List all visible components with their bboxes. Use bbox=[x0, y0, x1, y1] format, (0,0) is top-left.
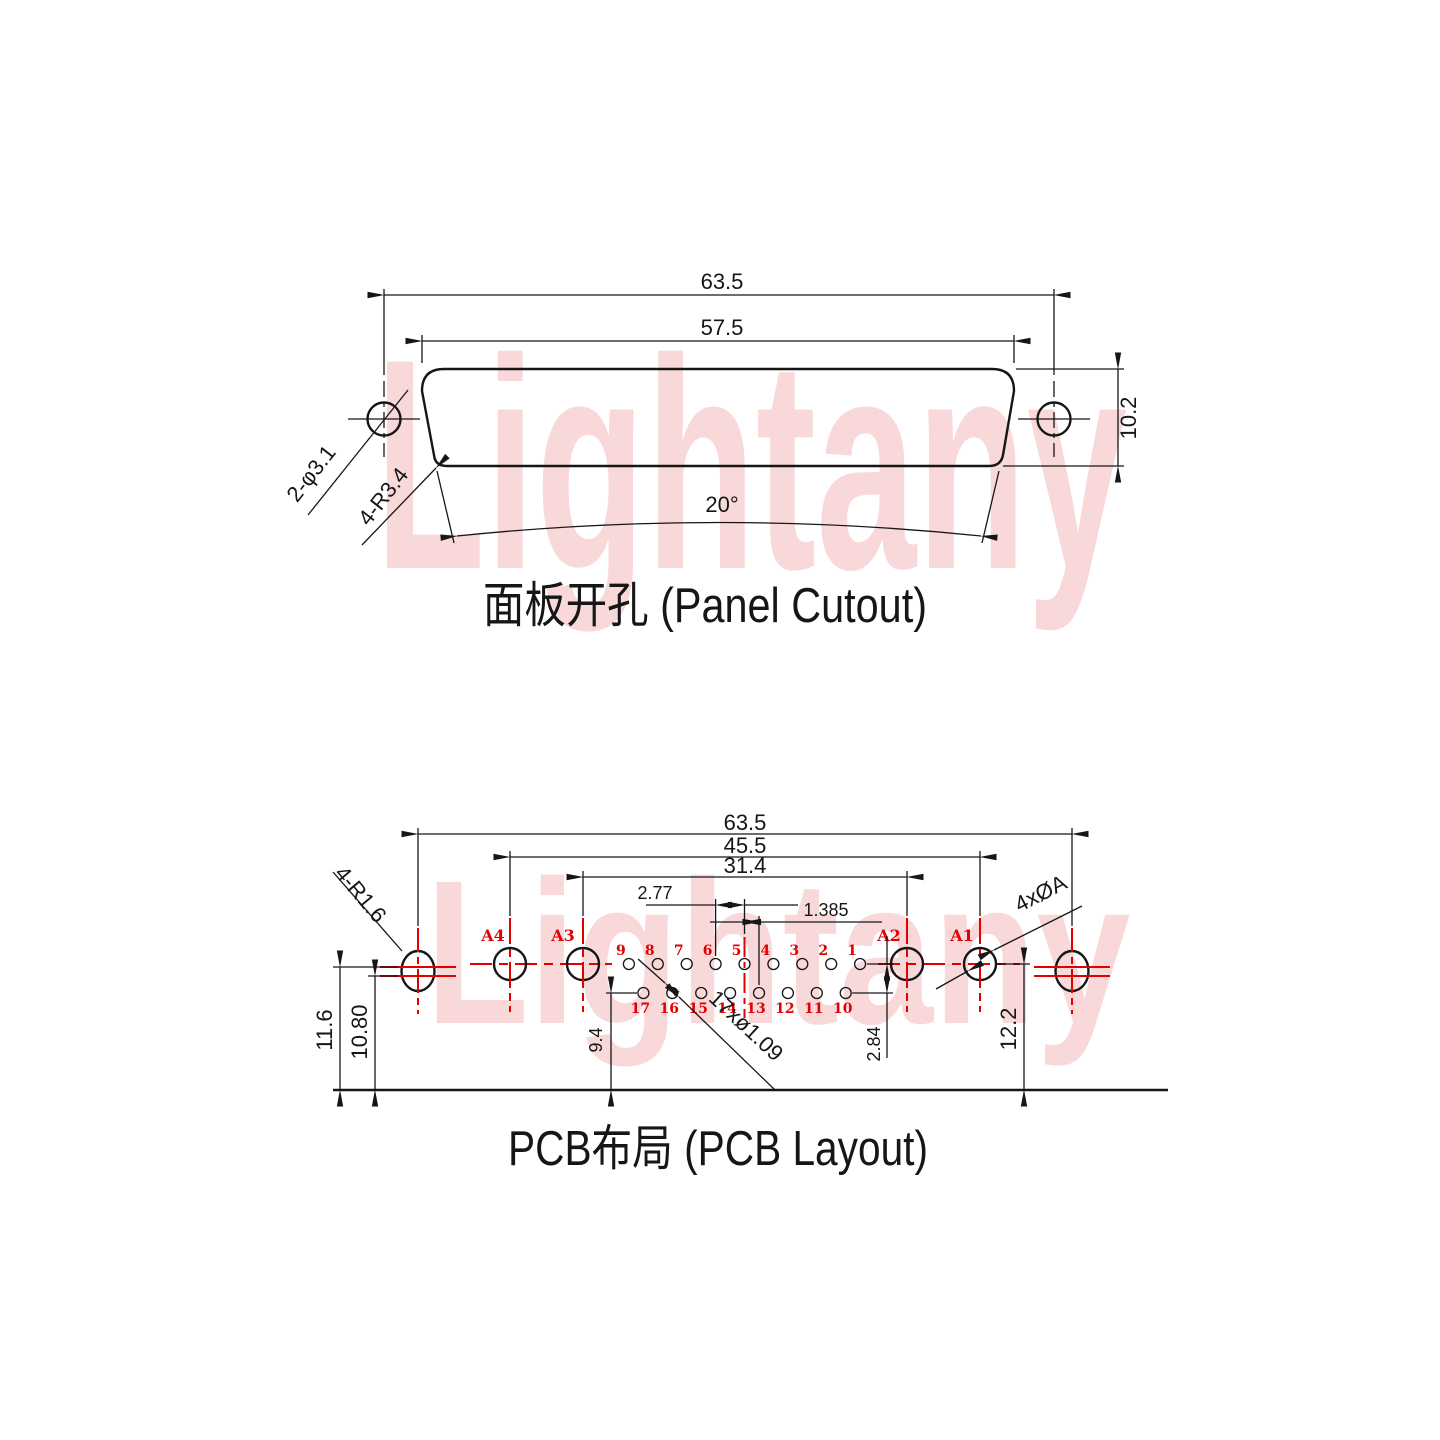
pin-number: 3 bbox=[789, 943, 799, 959]
pin-hole-5 bbox=[738, 957, 751, 971]
dim-value: 1.385 bbox=[803, 900, 848, 920]
panel-mount-hole-right bbox=[1018, 381, 1090, 457]
coax-hole-a3: A3 bbox=[550, 918, 601, 1012]
pin-hole-13 bbox=[752, 986, 766, 1000]
pcb-mount-hole-right bbox=[1034, 928, 1110, 1014]
pin-row-bottom: 17 16 15 14 13 12 11 10 bbox=[631, 986, 853, 1017]
pcb-dim-row2-height: 9.4 bbox=[586, 976, 637, 1107]
pin-hole-7 bbox=[680, 957, 693, 971]
panel-cutout-title: 面板开孔 (Panel Cutout) bbox=[483, 579, 927, 633]
pcb-dim-mount-height: 11.6 bbox=[312, 950, 398, 1107]
coax-label: A3 bbox=[550, 926, 575, 945]
pin-number: 13 bbox=[746, 1001, 765, 1017]
pin-hole-14 bbox=[723, 986, 737, 1000]
coax-label: A1 bbox=[949, 926, 974, 945]
dim-value: 10.2 bbox=[1116, 397, 1141, 440]
pin-number: 11 bbox=[804, 1001, 823, 1017]
pin-number: 16 bbox=[660, 1001, 679, 1017]
pin-hole-1 bbox=[853, 957, 867, 971]
dim-value: 63.5 bbox=[701, 269, 744, 294]
panel-dim-slot-height: 10.2 bbox=[1003, 352, 1141, 483]
pcb-layout-title: PCB布局 (PCB Layout) bbox=[508, 1122, 928, 1176]
pcb-dim-a-outer-span: 45.5 bbox=[493, 833, 997, 916]
dim-value: 31.4 bbox=[724, 853, 767, 878]
coax-label: A4 bbox=[480, 926, 505, 945]
pin-hole-9 bbox=[622, 957, 636, 971]
pcb-label-mount-radius: 4-R1.6 bbox=[330, 861, 403, 952]
coax-hole-a4: A4 bbox=[480, 918, 528, 1012]
dim-value: 45.5 bbox=[724, 833, 767, 858]
pin-number: 15 bbox=[688, 1001, 707, 1017]
pcb-dim-mount-height-2: 10.80 bbox=[347, 959, 398, 1107]
coax-label: A2 bbox=[876, 926, 901, 945]
pin-number: 4 bbox=[761, 943, 771, 959]
pin-number: 9 bbox=[616, 943, 626, 959]
pin-number: 17 bbox=[631, 1001, 650, 1017]
dim-value: 2.77 bbox=[637, 883, 672, 903]
pin-hole-2 bbox=[825, 957, 838, 971]
pcb-dim-outer-width: 63.5 bbox=[401, 810, 1089, 926]
pin-hole-4 bbox=[767, 957, 780, 971]
pin-hole-15 bbox=[695, 986, 708, 1000]
dim-value: 11.6 bbox=[312, 1009, 337, 1050]
pin-number: 8 bbox=[645, 943, 655, 959]
dim-value: 63.5 bbox=[724, 810, 767, 835]
pin-hole-17 bbox=[637, 986, 650, 1000]
pin-hole-10 bbox=[839, 986, 852, 1000]
dim-value: 10.80 bbox=[347, 1004, 372, 1059]
pin-number: 6 bbox=[703, 943, 713, 959]
dim-value: 12.2 bbox=[996, 1008, 1021, 1051]
dim-value: 2.84 bbox=[864, 1026, 884, 1061]
panel-dim-angle: 20° bbox=[436, 470, 1000, 544]
pin-number: 10 bbox=[833, 1001, 853, 1017]
pin-number: 2 bbox=[818, 943, 828, 959]
panel-dim-slot-width: 57.5 bbox=[405, 315, 1031, 363]
dim-value: 57.5 bbox=[701, 315, 744, 340]
pin-hole-8 bbox=[651, 957, 664, 971]
pcb-dim-row1-height: 12.2 bbox=[996, 947, 1030, 1107]
leader-text: 4-R1.6 bbox=[330, 861, 392, 928]
pin-number: 1 bbox=[847, 943, 857, 959]
pin-number: 5 bbox=[732, 943, 742, 959]
pcb-dim-row-gap: 2.84 bbox=[852, 936, 893, 1062]
pin-hole-6 bbox=[709, 957, 722, 971]
pin-hole-11 bbox=[810, 986, 823, 1000]
pin-hole-3 bbox=[796, 957, 809, 971]
dim-value: 20° bbox=[705, 492, 738, 517]
watermark-bottom: Lightany bbox=[426, 838, 1131, 1067]
dim-value: 9.4 bbox=[586, 1027, 606, 1052]
leader-text: 2-φ3.1 bbox=[281, 440, 340, 506]
pcb-dim-pin-pitch: 2.77 bbox=[637, 883, 798, 956]
pin-number: 7 bbox=[674, 943, 684, 959]
panel-dim-outer-width: 63.5 bbox=[367, 269, 1071, 375]
pin-number: 12 bbox=[775, 1001, 794, 1017]
pin-row-top: 9 8 7 6 5 4 3 2 1 bbox=[616, 943, 867, 971]
pcb-dim-row-offset: 1.385 bbox=[710, 900, 882, 985]
pin-number: 14 bbox=[717, 1001, 737, 1017]
pin-hole-12 bbox=[781, 986, 795, 1000]
pcb-dim-a-inner-span: 31.4 bbox=[566, 853, 924, 916]
